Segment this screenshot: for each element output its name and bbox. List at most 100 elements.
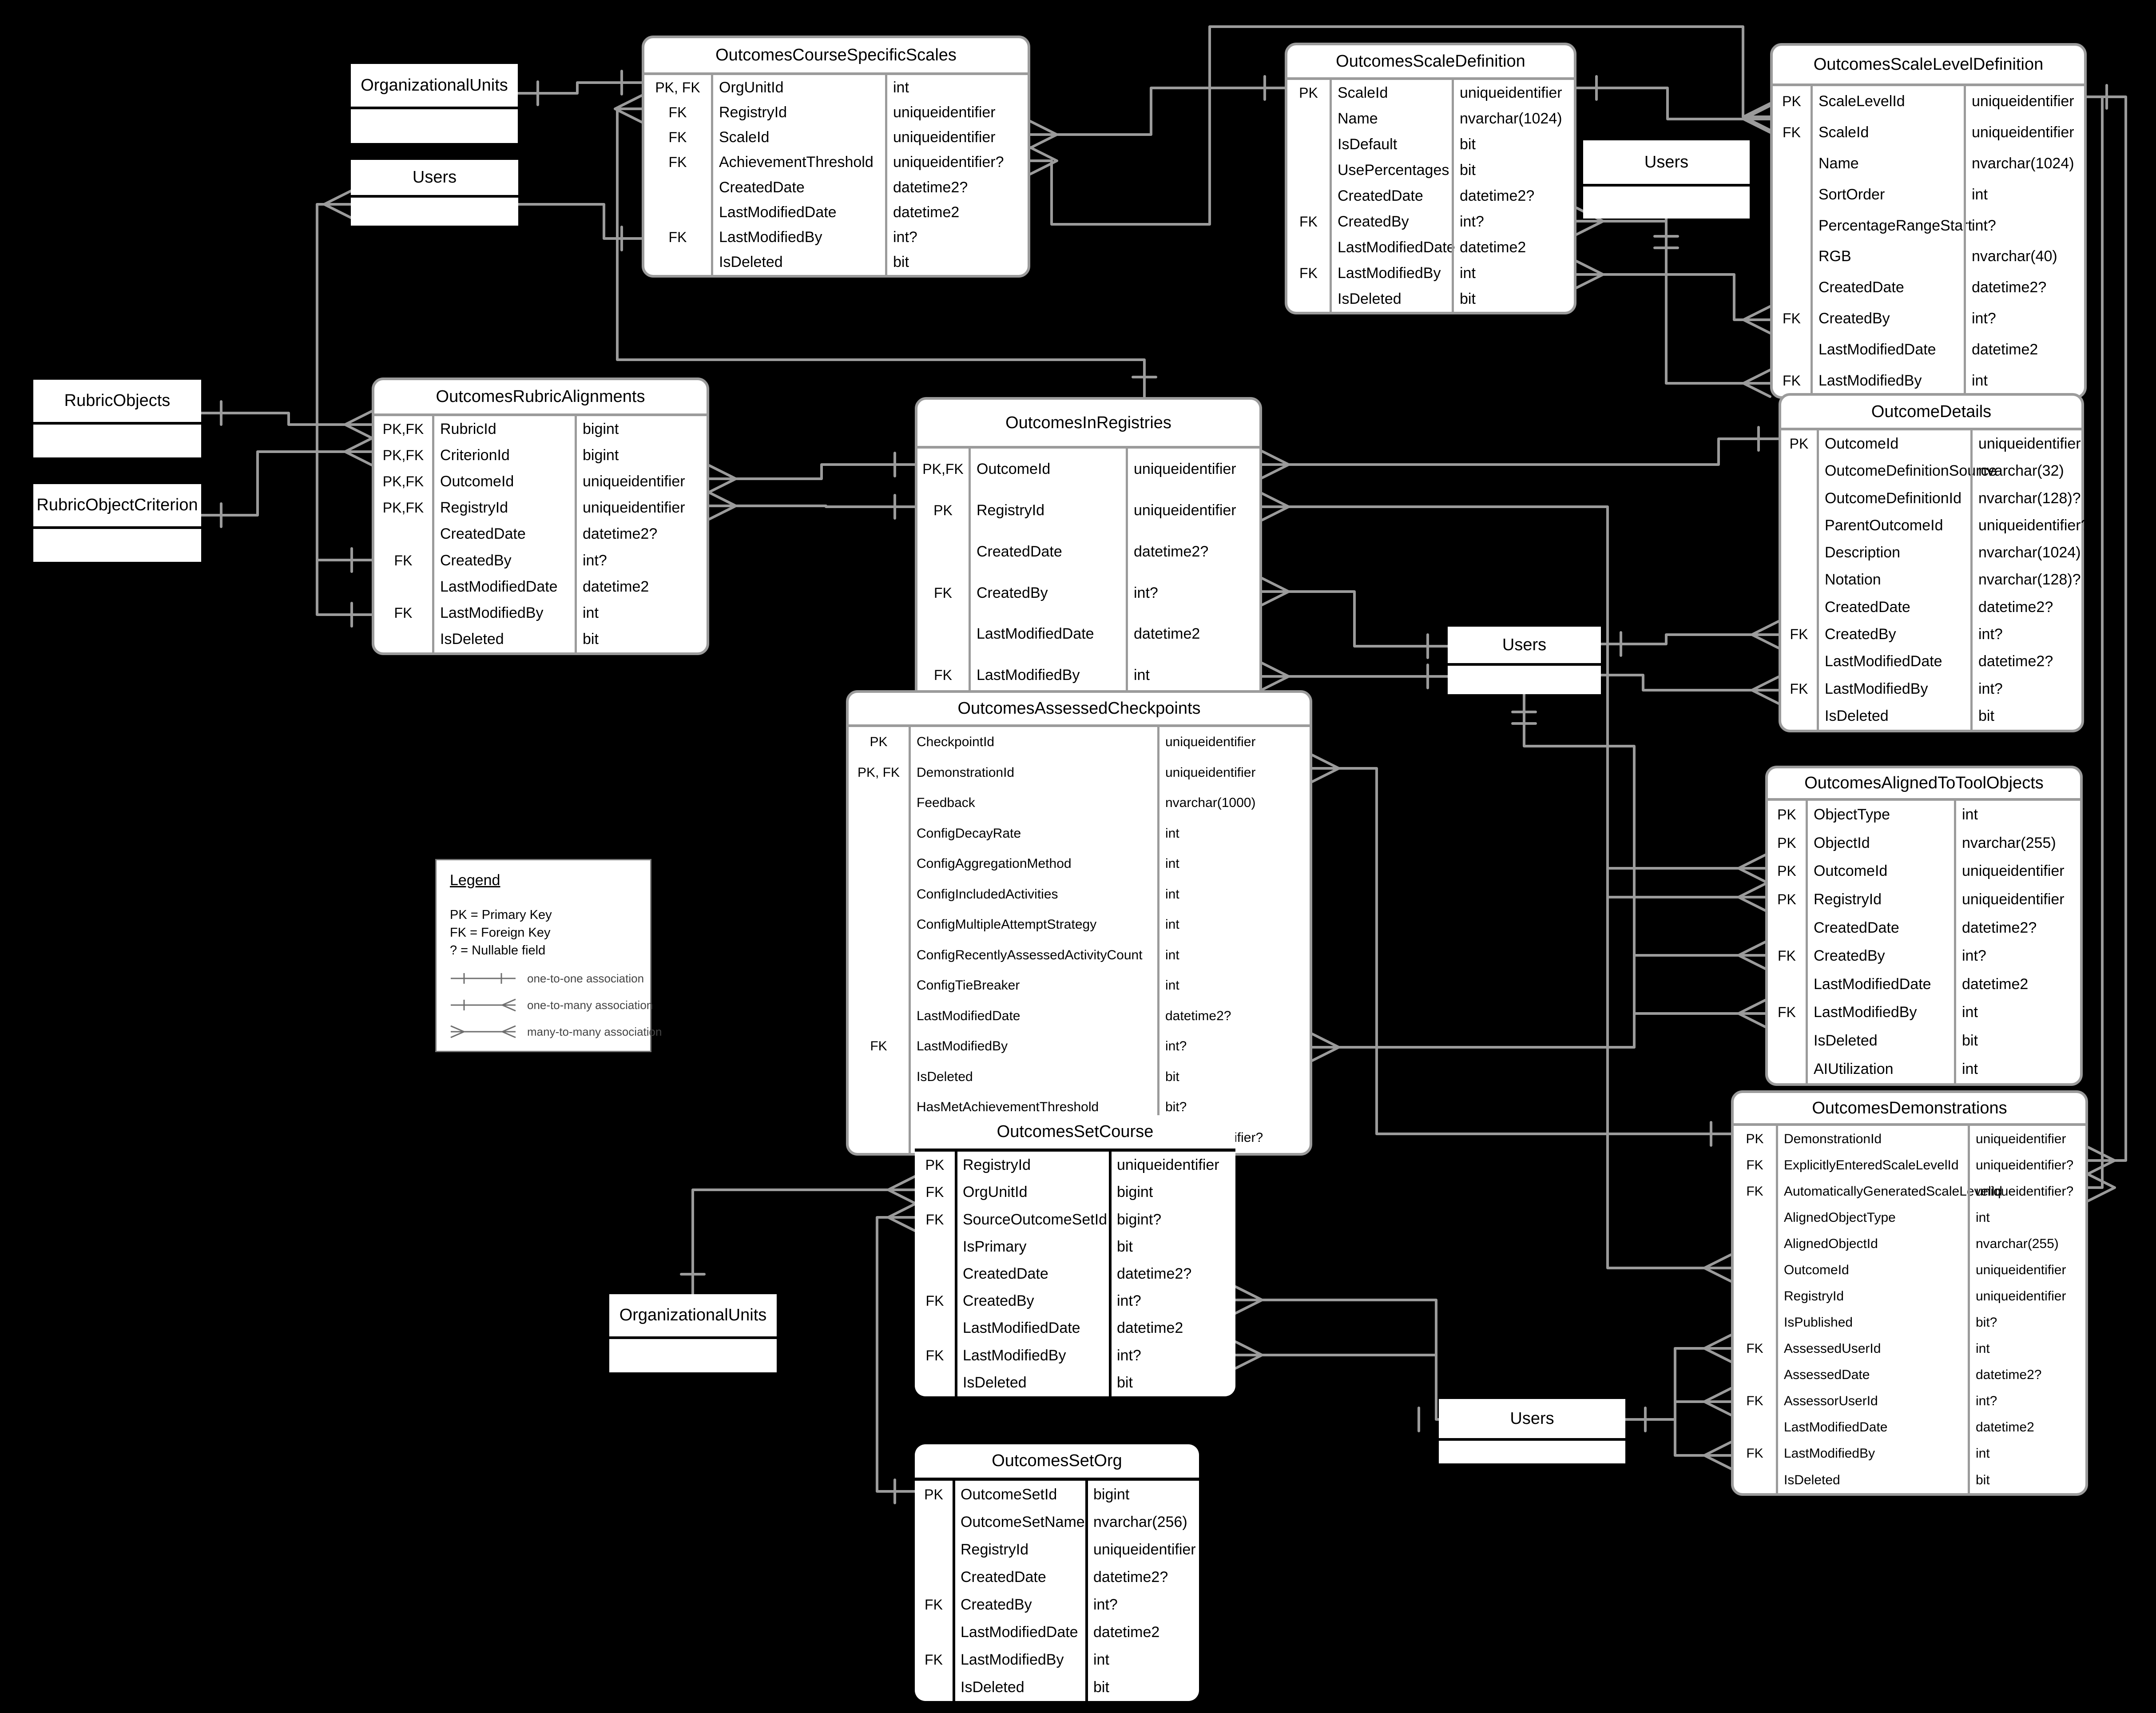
key-cell: PK,FK [922,461,964,477]
type-cell: int [893,79,909,96]
type-cell: uniqueidentifier [1093,1541,1196,1558]
type-cell: nvarchar(1000) [1165,795,1256,811]
key-cell: FK [668,104,687,120]
crow-foot-marker [323,190,352,219]
field-cell: IsDeleted [1784,1472,1840,1487]
key-cell: FK [1790,680,1808,697]
field-cell: IsDeleted [1825,707,1889,724]
table-row: IsDeleted bit [1781,703,2081,730]
field-cell: LastModifiedBy [1338,264,1441,282]
field-cell: LastModifiedDate [1784,1420,1888,1435]
key-cell: FK [1746,1446,1763,1461]
type-cell: uniqueidentifier [893,129,996,146]
field-cell: AutomaticallyGeneratedScaleLevelId [1784,1184,2002,1199]
key-cell: FK [925,1184,944,1200]
type-cell: uniqueidentifier [1117,1157,1219,1174]
type-cell: bit [1117,1374,1133,1391]
field-cell: LastModifiedDate [963,1320,1080,1337]
entity-body [351,109,518,143]
field-cell: LastModifiedDate [1825,653,1942,670]
crow-foot-marker [887,1203,916,1232]
type-cell: nvarchar(128)? [1978,489,2081,507]
crow-foot-marker [1751,620,1780,649]
type-cell: bit [1978,707,1994,724]
relationship-line [1261,590,1449,648]
crow-foot-marker [1261,450,1290,479]
field-cell: ConfigIncludedActivities [917,886,1058,902]
field-cell: CreatedDate [963,1265,1048,1282]
type-cell: datetime2? [1134,543,1209,560]
table-title: OutcomesAssessedCheckpoints [849,693,1310,727]
type-cell: datetime2? [583,525,658,543]
type-cell: int [1962,806,1978,823]
type-cell: nvarchar(1024) [1972,155,2074,172]
legend-many-to-many: many-to-many association [450,1024,662,1039]
relationship-line [1600,633,1780,645]
column-separator [1954,801,1956,1083]
type-cell: uniqueidentifier [1165,765,1256,780]
key-cell: FK [1783,372,1801,389]
relationship-line [1261,505,1732,1269]
field-cell: CreatedDate [1814,919,1899,936]
entity-body [351,198,518,226]
key-cell: FK [668,229,687,246]
key-cell: FK [1783,124,1801,141]
field-cell: CriterionId [440,447,510,464]
relationship-line [1665,217,1771,385]
table-title: Users [1583,140,1750,187]
key-cell: FK [925,1347,944,1363]
legend-one-to-one-label: one-to-one association [527,971,644,985]
key-cell: PK [924,1486,943,1502]
key-cell: PK [1789,436,1809,452]
crow-foot-marker [1737,941,1767,970]
column-separator [955,1152,957,1396]
key-cell: FK [934,584,952,601]
key-cell: FK [1746,1157,1763,1172]
field-cell: AssessedUserId [1784,1341,1881,1356]
field-cell: CreatedBy [440,552,512,569]
type-cell: nvarchar(40) [1972,248,2057,265]
key-cell: PK [870,735,888,750]
relationship-line [876,1216,916,1493]
key-cell: PK [925,1157,945,1173]
relationship-line [516,81,643,95]
table-title: OrganizationalUnits [609,1294,777,1339]
column-separator [969,449,971,737]
crow-foot-marker [1742,369,1771,398]
field-cell: LastModifiedBy [719,229,822,246]
field-cell: CreatedDate [1825,598,1910,616]
field-cell: SourceOutcomeSetId [963,1211,1108,1228]
key-cell: FK [925,1211,944,1228]
type-cell: uniqueidentifier [1165,735,1256,750]
key-cell: FK [394,604,413,621]
key-cell: FK [668,129,687,146]
key-cell: FK [1299,265,1318,281]
field-cell: CreatedDate [961,1568,1046,1586]
type-cell: nvarchar(255) [1962,834,2056,851]
type-cell: int [1976,1446,1990,1461]
crow-foot-marker [1703,1334,1732,1363]
field-cell: CreatedDate [1338,187,1423,204]
type-cell: uniqueidentifier [1978,435,2081,453]
relationship-line [2085,95,2127,1162]
type-cell: int? [1962,947,1986,965]
